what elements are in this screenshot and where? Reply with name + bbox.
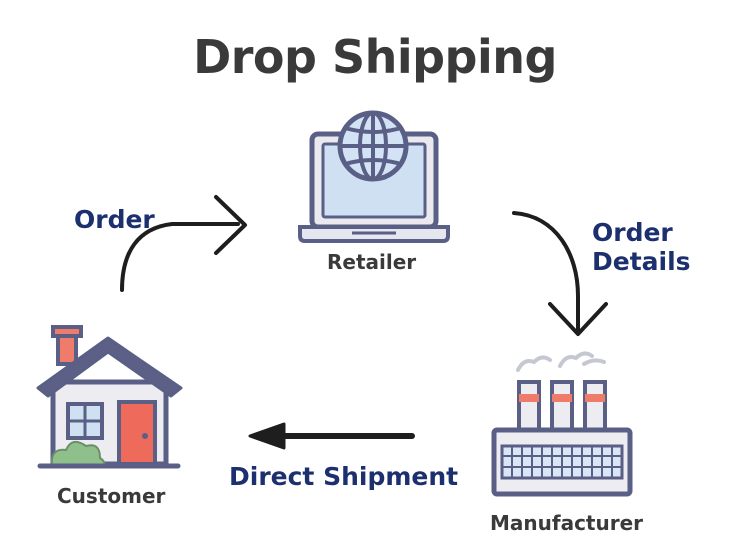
chimney-2 bbox=[550, 380, 574, 434]
order-label: Order bbox=[74, 205, 155, 234]
globe-icon bbox=[337, 110, 409, 182]
customer-label: Customer bbox=[57, 484, 166, 508]
house-icon bbox=[36, 325, 183, 469]
direct-shipment-label: Direct Shipment bbox=[229, 462, 459, 491]
diagram-title: Drop Shipping bbox=[193, 30, 557, 84]
direct-shipment-arrow bbox=[248, 422, 415, 450]
factory-icon bbox=[491, 351, 633, 497]
order-details-arrow bbox=[512, 211, 608, 336]
order-details-line-1: Order bbox=[592, 218, 673, 247]
manufacturer-label: Manufacturer bbox=[490, 511, 644, 535]
chimney-1 bbox=[517, 380, 541, 434]
laptop-globe-icon bbox=[298, 110, 450, 243]
order-arrow bbox=[120, 195, 247, 292]
order-details-label: Order Details bbox=[592, 218, 691, 276]
chimney-3 bbox=[583, 380, 607, 434]
retailer-label: Retailer bbox=[327, 250, 417, 274]
order-details-line-2: Details bbox=[592, 247, 691, 276]
